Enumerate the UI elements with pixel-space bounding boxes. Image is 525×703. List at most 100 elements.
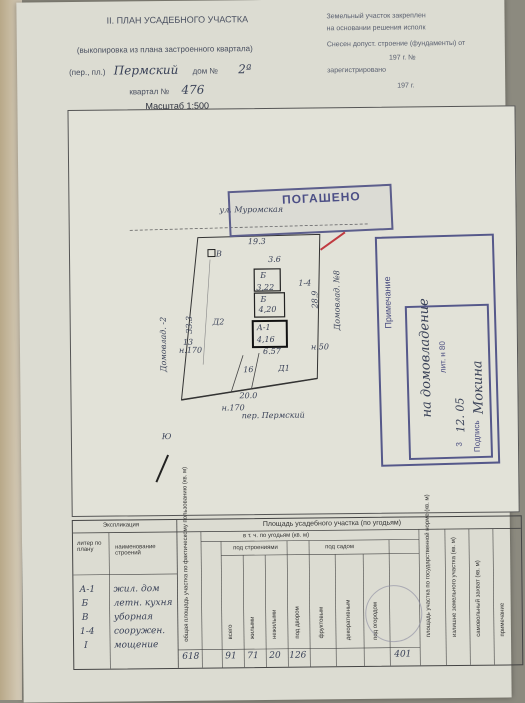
num-13: 13	[182, 337, 194, 347]
num-16: 16	[243, 365, 254, 375]
table-row-3-name: уборная	[113, 612, 154, 623]
value-vegetable: 401	[394, 649, 412, 660]
dim-top: 19.3	[247, 236, 266, 247]
table-row-5-name: мощение	[114, 640, 159, 651]
plan-drawing	[129, 223, 370, 483]
value-nonresidential: 20	[269, 650, 281, 661]
note-line-4: 12. 05	[453, 397, 468, 433]
reg-line-2: на основании решения исполк	[326, 24, 426, 33]
table-col-vegetable: под огородом	[372, 601, 380, 640]
building-a-label: А-1	[256, 322, 271, 333]
north-mark: Ю	[161, 431, 172, 442]
yard-mark-1: Д2	[212, 317, 225, 327]
table-col-name: наименование строений	[115, 544, 156, 557]
note-line-2: лит. н 80	[437, 341, 448, 374]
table-col-occupied: самовольный захват (кв. м)	[475, 560, 483, 637]
note-line-3: 3	[454, 442, 464, 447]
table-row-4-name: сооружен.	[113, 626, 166, 637]
note-stamp-inner: на домовладение лит. н 80 3 12. 05 Подпи…	[404, 298, 494, 461]
quarter-value: 476	[181, 82, 205, 97]
building-a-area: 4,16	[256, 334, 275, 345]
note-line-5: Подпись	[471, 420, 482, 453]
table-grid	[72, 519, 521, 669]
table-row-5-letter: I	[84, 640, 88, 651]
building-a	[251, 319, 288, 349]
street-line-top	[129, 223, 370, 231]
table-row-2-letter: Б	[81, 598, 89, 609]
bearing-left: н.170	[178, 345, 203, 355]
value-yard: 126	[289, 650, 307, 661]
table-col-total: общая площадь участка по фактическому по…	[182, 466, 191, 642]
registration-header: Земельный участок закреплен на основании…	[316, 6, 496, 89]
table-row-4-letter: 1-4	[79, 626, 95, 637]
quarter-label: квартал №	[129, 86, 170, 97]
table-col-yard: под двором	[294, 606, 302, 639]
document-sheet: II. ПЛАН УСАДЕБНОГО УЧАСТКА (выкопировка…	[16, 0, 524, 703]
site-plan: ул. Муромская пер. Пермский Домовлад. -2…	[67, 105, 520, 518]
building-small-label: 3,22	[256, 282, 275, 293]
table-col-gardens: под садом	[325, 544, 355, 551]
binder-edge	[0, 0, 22, 700]
mark-g: 1-4	[298, 278, 312, 288]
dim-bottom: 20.0	[239, 391, 258, 401]
table-explication-label: Экспликация	[102, 522, 140, 529]
table-row-3-letter: В	[81, 612, 89, 623]
table-caption: Площадь усадебного участка (по угодьям)	[262, 519, 402, 529]
note-stamp-title: Примечание	[381, 276, 394, 329]
table-col-under-buildings: под строениями	[233, 544, 278, 552]
reg-line-3: Снесен допуст. строение (фундаменты) от	[326, 39, 466, 49]
quarter-row: квартал № 476	[129, 83, 204, 98]
mark-v: В	[215, 249, 222, 259]
table-col-decor: декоративным	[345, 599, 353, 641]
neighbor-right-label: Домовлад. №8	[332, 270, 342, 331]
value-buildings-total: 91	[225, 651, 237, 662]
table-row-1-name: жил. дом	[113, 584, 160, 595]
table-col-fruit: фруктовым	[318, 606, 326, 639]
plan-header: II. ПЛАН УСАДЕБНОГО УЧАСТКА (выкопировка…	[56, 10, 296, 111]
street-prefix: (пер., пл.)	[69, 67, 106, 78]
note-stamp: Примечание на домовладение лит. н 80 3 1…	[374, 233, 501, 467]
value-total: 618	[182, 651, 200, 662]
table-col-incl: в т. ч. по угодьям (кв. м)	[242, 532, 310, 540]
table-row-2-name: летн. кухня	[113, 597, 173, 609]
value-residential: 71	[247, 651, 259, 662]
yard-mark-2: Д1	[278, 363, 290, 373]
note-signature: Мокина	[470, 360, 487, 415]
building-mid	[253, 292, 286, 318]
reg-line-6: 197 г.	[397, 82, 415, 90]
outbuilding-v	[207, 249, 216, 258]
area-table: Экспликация Площадь усадебного участка (…	[71, 466, 524, 671]
dim-small: 3.6	[268, 254, 281, 264]
table-col-total-sub: всего	[227, 624, 235, 640]
hatch-2	[251, 352, 260, 390]
building-b	[253, 268, 281, 292]
neighbor-left-label: Домовлад. -2	[158, 316, 169, 373]
hatch-1	[231, 355, 244, 392]
street-row: (пер., пл.) Пермский дом № 2ª	[69, 62, 252, 78]
reg-line-1: Земельный участок закреплен	[326, 12, 426, 21]
house-label: дом №	[192, 66, 219, 76]
plan-title: II. ПЛАН УСАДЕБНОГО УЧАСТКА	[106, 14, 249, 26]
street-line-bottom	[181, 377, 318, 401]
dim-left: 33.3	[184, 315, 194, 334]
building-mid-label: Б	[260, 294, 267, 305]
bearing-right: н.50	[310, 342, 330, 352]
table-col-extra: излишне земельного участка (кв. м)	[450, 537, 459, 638]
street-bottom-label: пер. Пермский	[241, 410, 305, 421]
table-col-letter: литер по плану	[76, 540, 102, 553]
reg-line-4: 197 г. №	[388, 54, 416, 62]
lot-boundary	[180, 233, 321, 401]
table-col-notes: примечание	[499, 602, 507, 637]
building-mid-sub: 4,20	[258, 304, 277, 315]
table-row-1-letter: А-1	[79, 584, 96, 595]
note-line-1: на домовладение	[416, 298, 435, 418]
table-col-residential: жилыми	[249, 616, 257, 640]
table-col-nonresidential: нежилыми	[271, 609, 279, 639]
plan-subtitle: (выкопировка из плана застроенного кварт…	[76, 44, 253, 55]
inner-line	[202, 259, 211, 365]
street-value: Пермский	[113, 62, 179, 78]
building-b-label: Б	[260, 270, 267, 281]
table-col-norm: площадь участка по государственной норме…	[424, 494, 433, 638]
cancelled-stamp-text: ПОГАШЕНО	[281, 189, 361, 207]
north-arrow	[155, 454, 170, 483]
